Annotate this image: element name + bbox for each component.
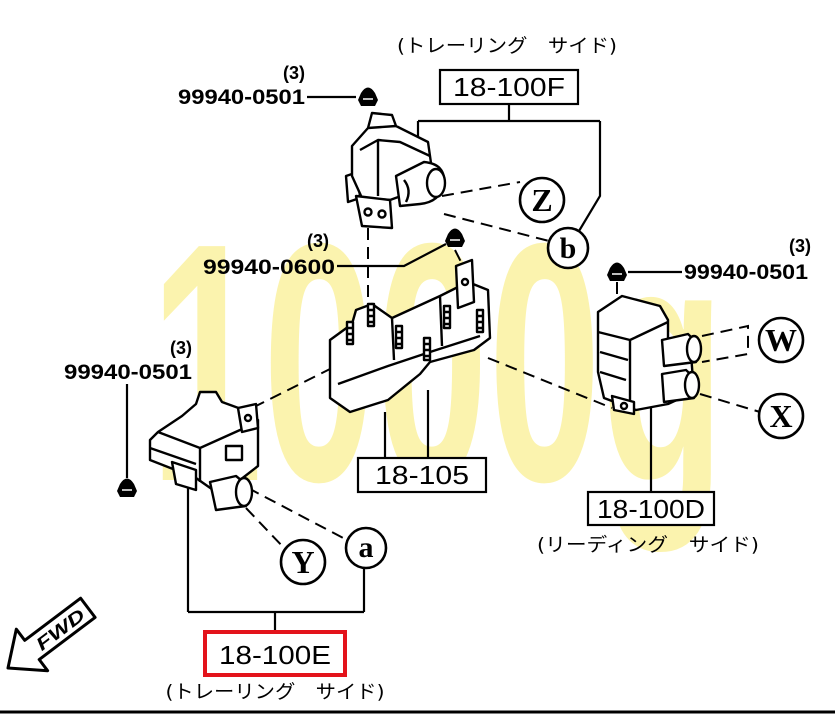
part-callout-18-100D[interactable]: 18-100D <box>586 490 716 527</box>
ignition-coil-18-100E <box>148 390 260 512</box>
connector-letter-b: b <box>560 232 577 265</box>
connector-letter-a: a <box>359 531 374 564</box>
fastener-qty-right: (3) <box>789 236 811 256</box>
part-callout-18-100E[interactable]: 18-100E <box>203 630 347 677</box>
cap-nut-right <box>607 262 627 281</box>
part-callout-18-100F[interactable]: 18-100F <box>438 68 580 106</box>
dashed-guide-lines <box>245 181 761 551</box>
connector-ref-b: b <box>546 226 590 270</box>
part-label-18-105: 18-105 <box>375 460 469 490</box>
arrow-icon <box>6 596 97 673</box>
fastener-qty-bracket: (3) <box>307 231 329 251</box>
fastener-qty-left: (3) <box>170 338 192 358</box>
highlight-box <box>203 630 347 677</box>
cap-nut-left <box>117 478 137 497</box>
connector-ref-y: Y <box>279 538 327 586</box>
connector-ref-x: X <box>757 392 805 440</box>
connector-letter-z: Z <box>531 182 552 218</box>
connector-letter-x: X <box>769 398 792 434</box>
part-callout-18-105[interactable]: 18-105 <box>356 456 488 494</box>
connector-ref-a: a <box>344 526 388 570</box>
forward-direction-arrow: FWD <box>6 596 97 673</box>
fastener-part-no-top: 99940-0501 <box>178 86 305 109</box>
bracket-18-105 <box>328 258 492 414</box>
ignition-coil-18-100F <box>344 111 447 230</box>
connector-ref-w: W <box>757 316 805 364</box>
ignition-coil-18-100D <box>596 294 703 416</box>
leader-lines <box>125 95 682 632</box>
part-label-18-100D: 18-100D <box>597 494 705 524</box>
part-label-18-100F: 18-100F <box>453 72 565 102</box>
connector-letter-w: W <box>765 322 797 358</box>
fastener-qty-top: (3) <box>283 63 305 83</box>
part-label-18-100E: 18-100E <box>219 640 331 670</box>
cap-nut-top <box>358 87 378 106</box>
side-label-leading: (リーディング サイド) <box>537 534 759 556</box>
connector-ref-z: Z <box>518 176 566 224</box>
fastener-part-no-right: 99940-0501 <box>684 261 808 284</box>
connector-letter-y: Y <box>291 544 314 580</box>
fastener-part-no-bracket: 99940-0600 <box>203 256 335 279</box>
side-label-trailing-bottom: (トレーリング サイド) <box>166 681 385 703</box>
fastener-part-no-left: 99940-0501 <box>64 361 192 384</box>
cap-nut-bracket <box>445 228 465 247</box>
side-label-trailing-top: (トレーリング サイド) <box>397 35 617 57</box>
